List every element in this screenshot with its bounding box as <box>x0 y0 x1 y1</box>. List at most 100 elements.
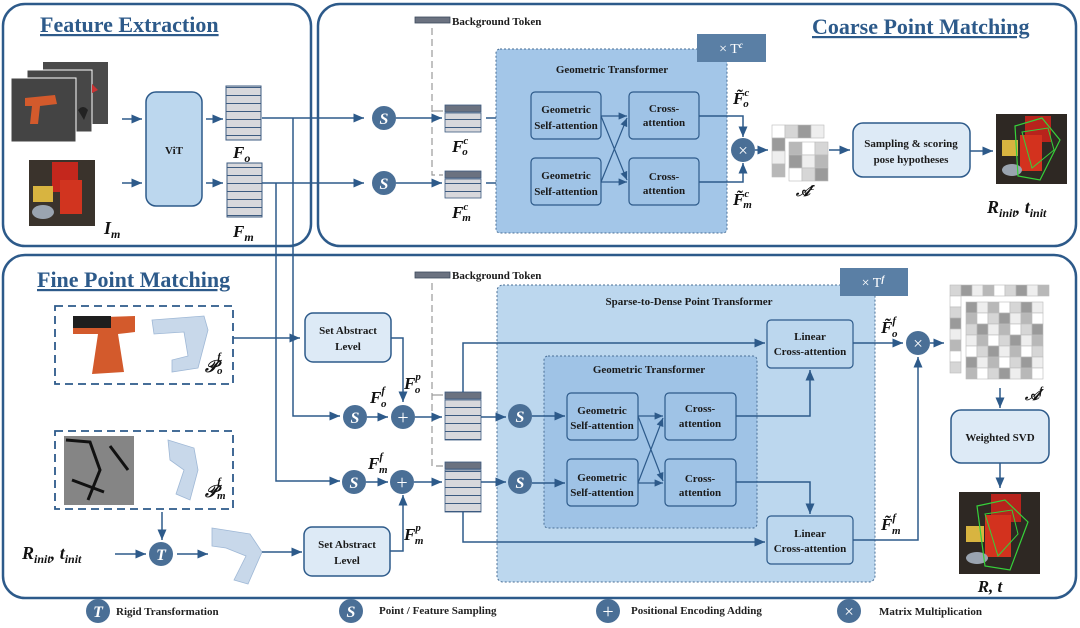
svg-text:Self-attention: Self-attention <box>570 420 634 432</box>
coarse-geo-transformer-title: Geometric Transformer <box>556 64 668 76</box>
matmul-symbol: × <box>738 141 748 160</box>
matrix-cell <box>1020 356 1033 369</box>
matrix-cell <box>784 124 799 139</box>
matrix-cell <box>976 301 989 314</box>
linear-cross-attention-o: Linear Cross-attention <box>766 319 854 369</box>
sampling-node-s2d-m <box>508 470 532 494</box>
sampling-node-coarse-m <box>372 171 396 195</box>
svg-text:Self-attention: Self-attention <box>534 120 598 132</box>
rigid-symbol: T <box>156 547 167 564</box>
svg-text:Geometric: Geometric <box>541 170 591 182</box>
svg-text:Linear: Linear <box>794 528 826 540</box>
matrix-cell <box>949 306 962 319</box>
sampling-symbol: S <box>351 410 360 427</box>
legend-sampling-label: Point / Feature Sampling <box>379 605 497 617</box>
matrix-cell <box>993 284 1006 297</box>
matrix-cell <box>797 124 812 139</box>
matrix-cell <box>987 345 1000 358</box>
svg-text:Weighted SVD: Weighted SVD <box>965 432 1034 444</box>
pos-enc-symbol: + <box>396 472 407 494</box>
init-pose-input-label: Rinit, tinit <box>21 543 82 566</box>
matrix-cell <box>998 356 1011 369</box>
matrix-cell <box>987 356 1000 369</box>
set-abstract-level-scene: Set Abstract Level <box>303 526 391 577</box>
matmul-symbol: × <box>913 334 923 353</box>
coarse-cross-attention-o: Cross- attention <box>628 91 700 140</box>
pos-enc-node-m <box>390 470 414 494</box>
matrix-cell <box>987 323 1000 336</box>
legend-rigid-icon <box>86 599 110 623</box>
matrix-cell <box>814 167 829 182</box>
svg-text:pose hypotheses: pose hypotheses <box>874 154 950 166</box>
matrix-cell <box>965 301 978 314</box>
object-model-box <box>54 305 234 385</box>
coarse-output-label: Rinit, tinit <box>986 197 1047 220</box>
legend: T Rigid Transformation S Point / Feature… <box>86 599 982 623</box>
matrix-cell <box>998 367 1011 380</box>
legend-pos-enc-icon <box>596 599 620 623</box>
fine-cross-attention-m: Cross- attention <box>664 458 737 507</box>
matrix-cell <box>1020 367 1033 380</box>
legend-rigid-label: Rigid Transformation <box>116 606 219 618</box>
svg-text:Self-attention: Self-attention <box>534 186 598 198</box>
matrix-cell <box>1020 323 1033 336</box>
matmul-node-fine <box>906 331 930 355</box>
matrix-cell <box>771 163 786 178</box>
fine-pose-result-image <box>959 492 1040 574</box>
svg-text:attention: attention <box>679 487 721 499</box>
rigid-symbol: T <box>93 604 104 621</box>
coarse-scene-tokens <box>444 170 482 199</box>
svg-text:Linear: Linear <box>794 331 826 343</box>
matmul-symbol: × <box>844 602 854 621</box>
matrix-cell <box>814 141 829 156</box>
fine-affinity-matrix <box>949 284 1050 380</box>
matrix-cell <box>976 334 989 347</box>
matrix-cell <box>965 323 978 336</box>
matrix-cell <box>965 334 978 347</box>
legend-matmul-icon <box>837 599 861 623</box>
final-pose-label: R, t <box>977 577 1004 596</box>
scene-image <box>29 160 95 226</box>
weighted-svd-block: Weighted SVD <box>950 409 1050 464</box>
matrix-cell <box>1031 323 1044 336</box>
matrix-cell <box>1009 301 1022 314</box>
feature-extraction-title: Feature Extraction <box>40 12 219 37</box>
svg-text:Geometric: Geometric <box>541 104 591 116</box>
matrix-cell <box>771 137 786 152</box>
matrix-cell <box>1031 367 1044 380</box>
coarse-geo-self-attention-m: Geometric Self-attention <box>530 157 602 206</box>
sampling-symbol: S <box>380 176 389 193</box>
pos-enc-symbol: + <box>397 407 408 429</box>
coarse-object-tokens <box>444 104 482 133</box>
matrix-cell <box>771 150 786 165</box>
matrix-cell <box>1009 323 1022 336</box>
coarse-affinity-label: 𝒜c <box>795 182 816 200</box>
svg-text:Cross-attention: Cross-attention <box>774 346 847 358</box>
scene-feature-tokens <box>226 162 263 218</box>
s2d-transformer-title: Sparse-to-Dense Point Transformer <box>605 296 772 308</box>
matrix-cell <box>1009 367 1022 380</box>
coarse-repeat-label: × Tc <box>719 40 743 57</box>
transformed-point-cloud <box>211 527 263 585</box>
sampling-node-fine-m <box>342 470 366 494</box>
svg-text:Geometric: Geometric <box>577 405 627 417</box>
svg-text:Geometric: Geometric <box>577 472 627 484</box>
fine-repeat-tag <box>840 268 908 296</box>
matrix-cell <box>771 124 786 139</box>
scene-image-label: Im <box>103 218 120 241</box>
matrix-cell <box>965 345 978 358</box>
matrix-cell <box>1015 284 1028 297</box>
object-feature-tokens <box>225 85 262 141</box>
matrix-cell <box>987 301 1000 314</box>
matrix-cell <box>1031 334 1044 347</box>
sampling-symbol: S <box>350 475 359 492</box>
matrix-cell <box>949 350 962 363</box>
background-token-swatch <box>414 16 451 24</box>
matrix-cell <box>987 367 1000 380</box>
matrix-cell <box>965 367 978 380</box>
matrix-cell <box>949 295 962 308</box>
